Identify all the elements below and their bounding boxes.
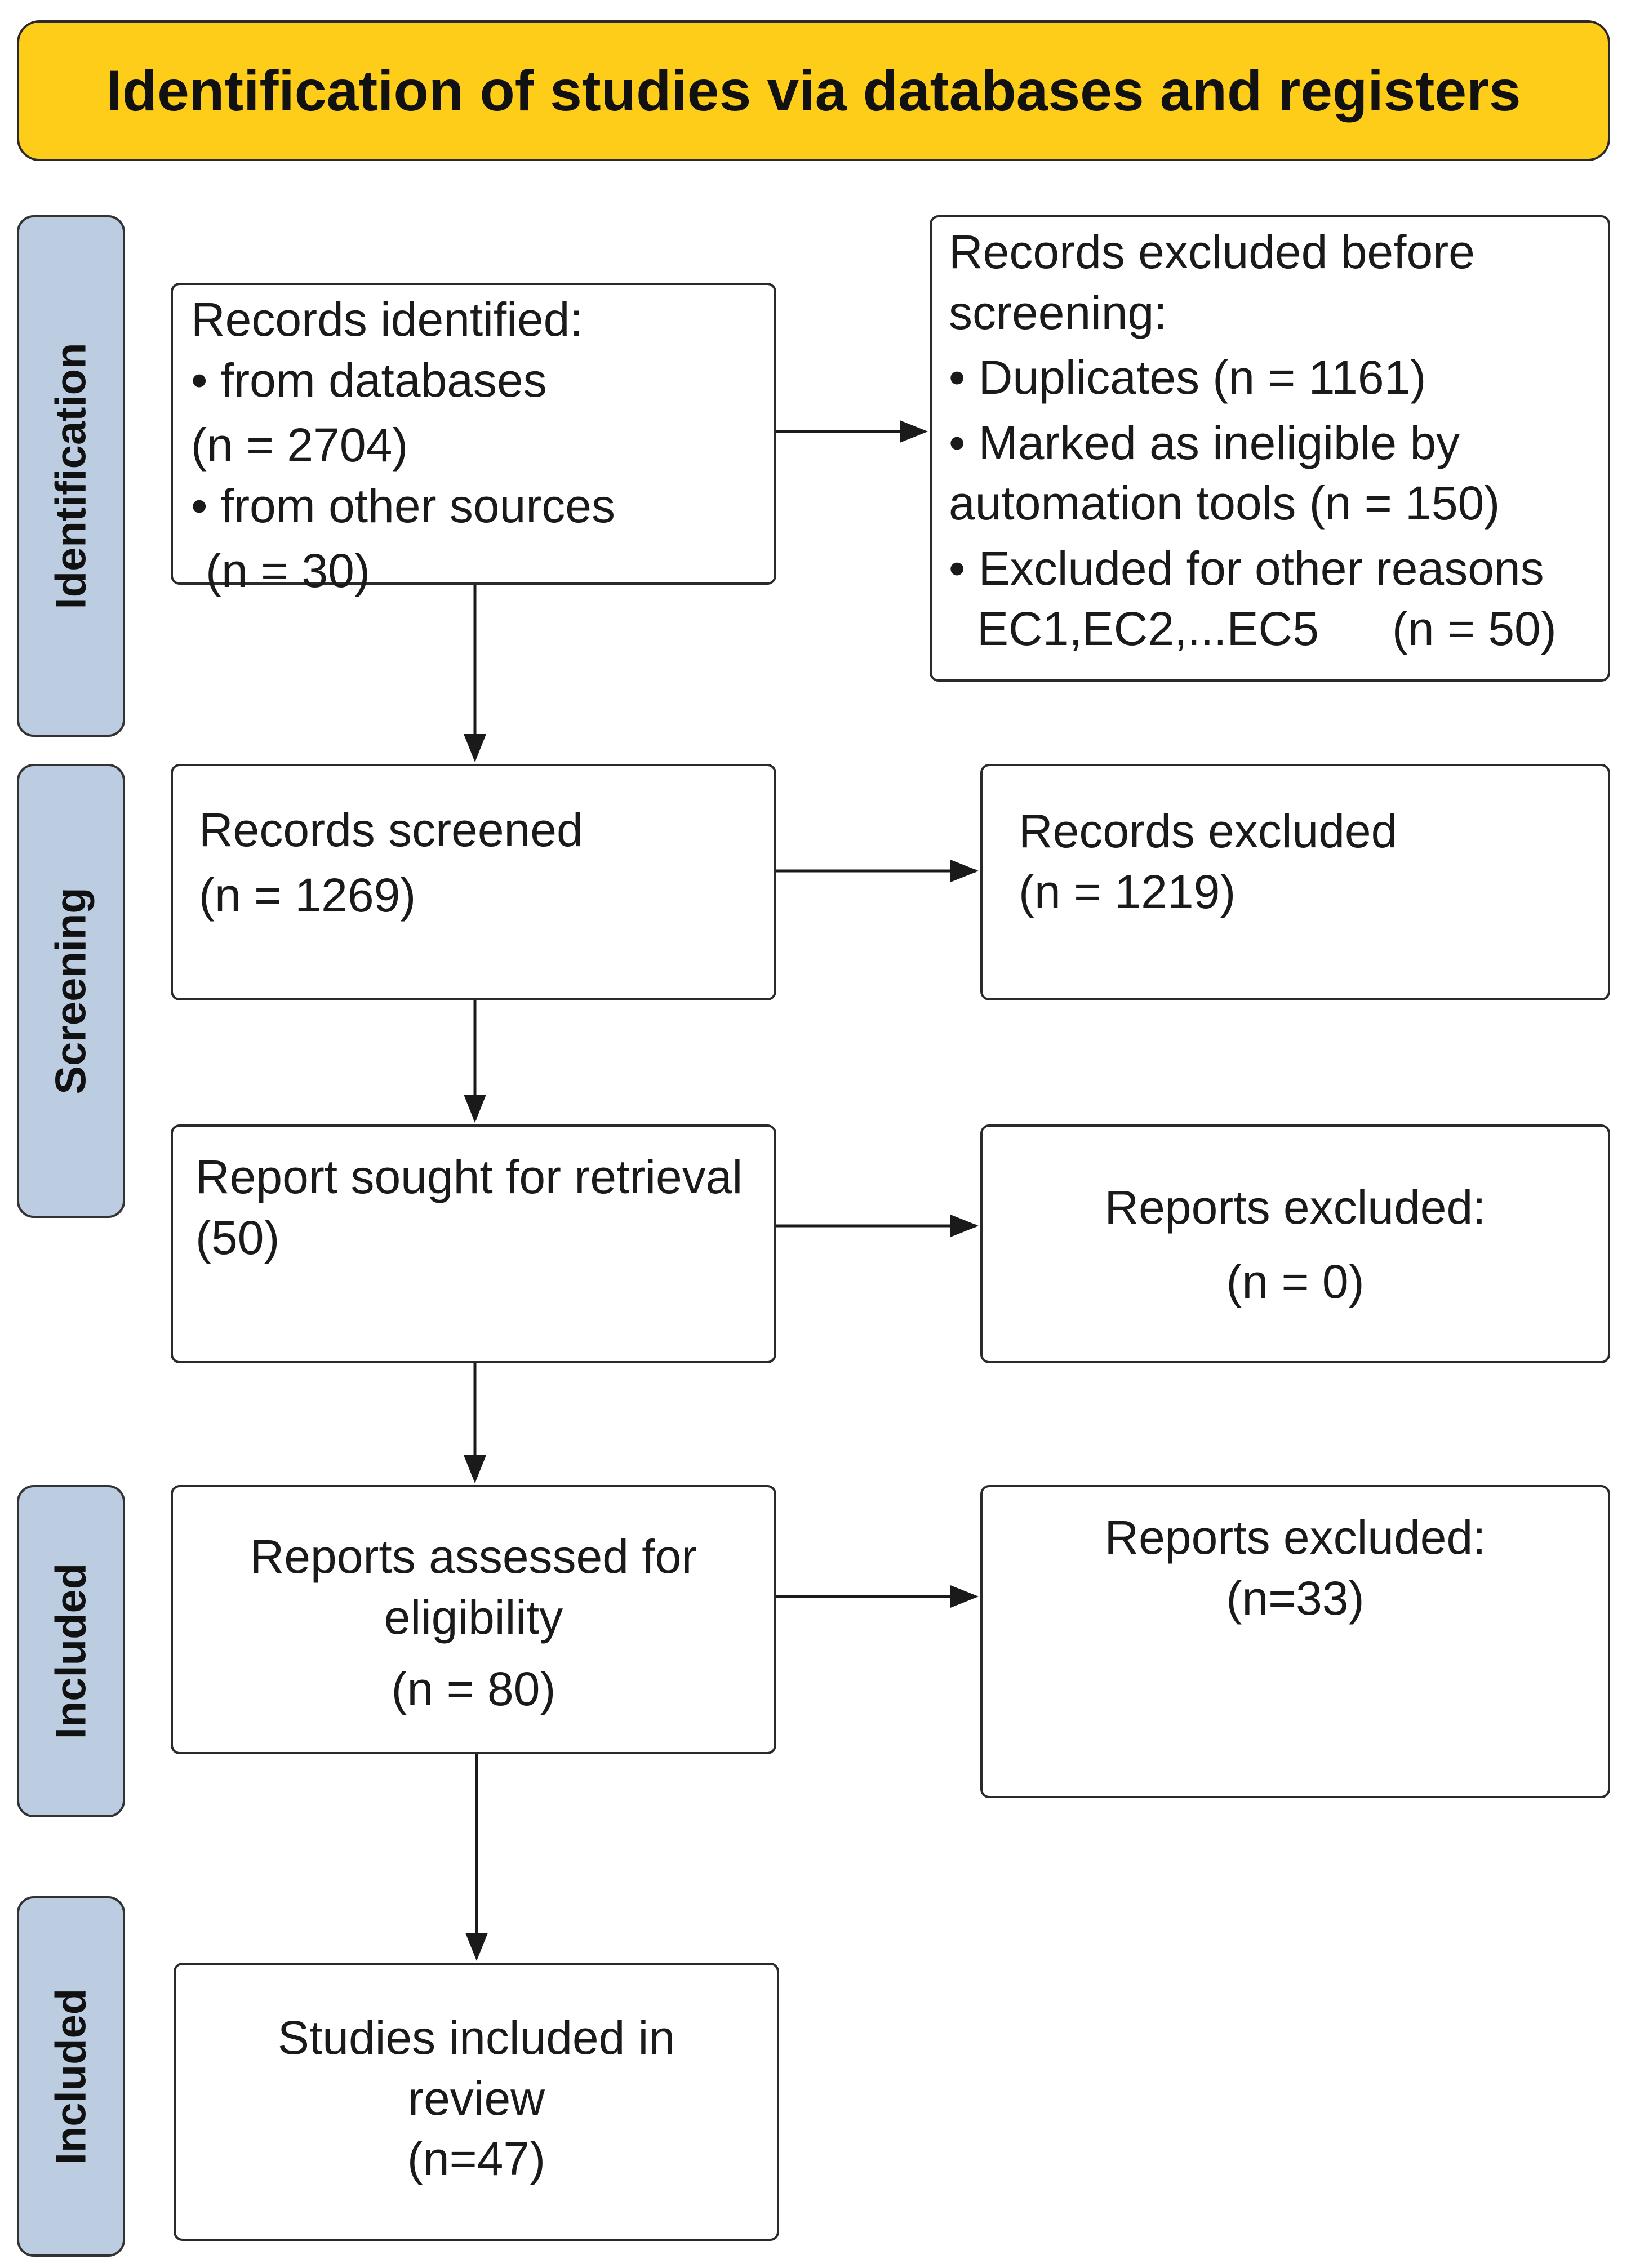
records-identified-title: Records identified: [191,293,583,346]
excluded-before-title: Records excluded before [949,225,1475,278]
records-identified-other-count: (n = 30) [206,544,370,598]
reports-assessed-count: (n = 80) [391,1662,556,1716]
report-sought-box: Report sought for retrieval (50) [171,1124,776,1363]
records-excluded-count: (n = 1219) [1019,865,1236,918]
stage-included-1: Included [17,1485,125,1817]
studies-included-title-2: review [408,2071,545,2125]
records-identified-other: • from other sources [191,479,616,532]
stage-included-2: Included [17,1896,125,2257]
records-identified-databases: • from databases [191,353,547,407]
reports-excluded-retrieval-box: Reports excluded: (n = 0) [980,1124,1610,1363]
reports-assessed-title-2: eligibility [384,1590,563,1644]
reports-excluded-eligibility-count: (n=33) [1226,1571,1365,1625]
reports-excluded-retrieval-title: Reports excluded: [1104,1181,1486,1234]
report-sought-title: Report sought for retrieval [195,1150,743,1203]
reports-assessed-box: Reports assessed for eligibility (n = 80… [171,1485,776,1754]
excluded-before-title-2: screening: [949,286,1167,339]
stage-screening: Screening [17,764,125,1218]
records-screened-title: Records screened [199,803,583,856]
reports-assessed-title: Reports assessed for [250,1530,697,1583]
records-identified-databases-count: (n = 2704) [191,419,408,472]
records-excluded-box: Records excluded (n = 1219) [980,764,1610,1000]
reports-excluded-retrieval-count: (n = 0) [1226,1255,1365,1308]
excluded-before-criteria-count: (n = 50) [1392,602,1557,656]
excluded-before-duplicates: • Duplicates (n = 1161) [949,351,1426,404]
diagram-header: Identification of studies via databases … [17,20,1610,161]
records-screened-count: (n = 1269) [199,868,416,922]
records-excluded-before-box: Records excluded before screening: • Dup… [930,215,1610,682]
stage-identification: Identification [17,215,125,737]
excluded-before-ineligible: • Marked as ineligible by [949,416,1460,469]
records-identified-box: Records identified: • from databases (n … [171,283,776,597]
report-sought-count: (50) [195,1211,280,1264]
excluded-before-criteria-codes: EC1,EC2,...EC5 [977,602,1319,656]
excluded-before-automation: automation tools (n = 150) [949,477,1500,530]
studies-included-box: Studies included in review (n=47) [174,1963,779,2241]
reports-excluded-eligibility-title: Reports excluded: [1104,1511,1486,1564]
excluded-before-criteria: EC1,EC2,...EC5 (n = 50) [949,599,1608,660]
studies-included-count: (n=47) [407,2132,546,2186]
records-screened-box: Records screened (n = 1269) [171,764,776,1000]
records-excluded-title: Records excluded [1019,804,1398,857]
reports-excluded-eligibility-box: Reports excluded: (n=33) [980,1485,1610,1798]
studies-included-title: Studies included in [277,2011,675,2064]
excluded-before-other: • Excluded for other reasons [949,541,1544,595]
header-title: Identification of studies via databases … [106,58,1521,123]
